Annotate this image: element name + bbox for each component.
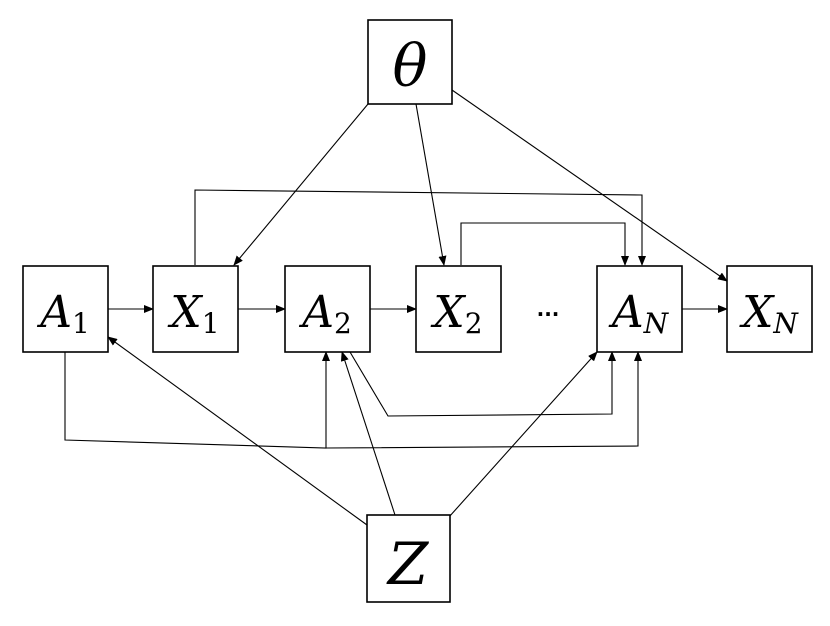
edge-x1-an xyxy=(194,189,646,266)
svg-text:A2: A2 xyxy=(298,287,352,340)
svg-text:XN: XN xyxy=(739,287,799,340)
svg-text:θ: θ xyxy=(393,32,428,100)
edge-z-an xyxy=(448,351,598,518)
svg-text:A1: A1 xyxy=(36,287,90,340)
edge-theta-xn xyxy=(451,89,728,282)
node-xn: XN xyxy=(726,265,813,353)
node-x2: X2 xyxy=(415,265,502,353)
svg-text:AN: AN xyxy=(608,287,670,340)
ellipsis: ... xyxy=(537,297,560,321)
edge-x2-an xyxy=(460,222,629,266)
edge-a1-an xyxy=(325,351,642,449)
edges xyxy=(64,89,728,526)
node-a1: A1 xyxy=(22,265,109,353)
svg-text:X1: X1 xyxy=(167,287,219,340)
node-theta: θ xyxy=(367,19,453,105)
node-a2: A2 xyxy=(284,265,371,353)
edge-a2-an xyxy=(349,351,616,417)
edge-theta-x1 xyxy=(233,103,369,266)
edge-z-a1 xyxy=(107,336,368,526)
node-x1: X1 xyxy=(152,265,239,353)
svg-text:Z: Z xyxy=(386,530,430,598)
svg-text:X2: X2 xyxy=(430,287,482,340)
edge-a1-a2 xyxy=(64,351,330,449)
node-z: Z xyxy=(366,514,451,603)
node-an: AN xyxy=(596,265,683,353)
edge-z-a2 xyxy=(340,351,396,516)
edge-theta-x2 xyxy=(415,103,447,266)
